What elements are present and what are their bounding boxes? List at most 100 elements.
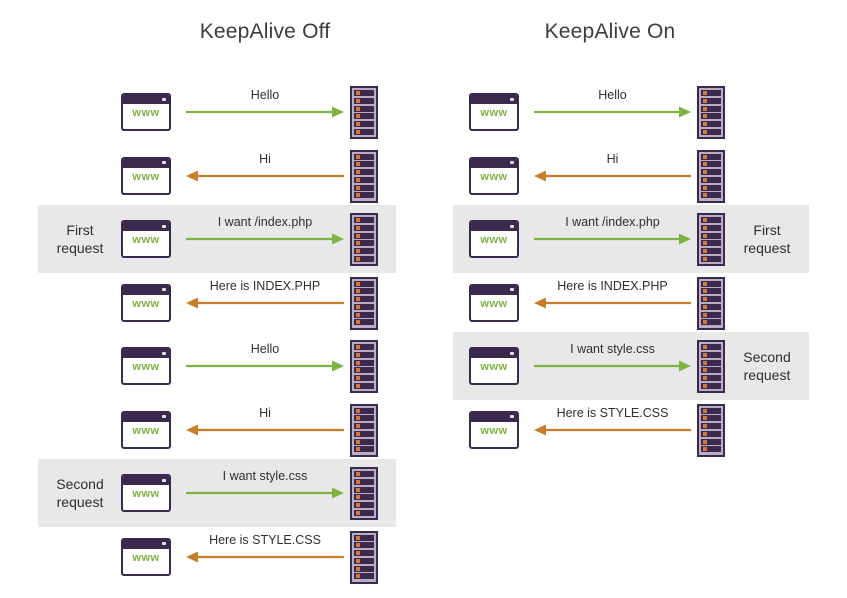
server-rack-icon (350, 530, 378, 584)
server-bay (354, 359, 374, 366)
browser-window-icon: www (469, 347, 519, 385)
browser-titlebar (123, 476, 169, 485)
server-bay (701, 128, 721, 135)
server-bay (701, 438, 721, 445)
arrow-label: Hello (598, 88, 627, 102)
browser-www-label: www (480, 297, 508, 310)
server-bay (354, 375, 374, 382)
browser-window-control-dot (510, 288, 514, 291)
browser-www-label: www (132, 488, 160, 500)
browser-window-control-dot (162, 161, 166, 164)
browser-www-label: www (132, 297, 160, 310)
server-bay (701, 351, 721, 358)
request-arrow (534, 106, 691, 118)
server-rack-icon (350, 213, 378, 266)
server-bay (701, 303, 721, 310)
server-bay (701, 113, 721, 120)
server-bay (701, 296, 721, 303)
server-rack-icon (350, 340, 378, 393)
server-bay (354, 97, 374, 104)
browser-titlebar (123, 539, 169, 549)
server-bay (354, 438, 374, 445)
browser-window-control-dot (510, 97, 514, 101)
server-bay (354, 415, 374, 422)
server-bay (354, 509, 374, 516)
server-bay (701, 105, 721, 112)
server-bay (354, 494, 374, 501)
arrow-label: Here is STYLE.CSS (209, 532, 321, 547)
server-bay (701, 192, 721, 199)
server-bay (701, 121, 721, 128)
browser-www-label: www (132, 170, 160, 183)
browser-www-label: www (132, 551, 160, 564)
response-arrow (186, 170, 344, 182)
browser-www-label: www (132, 107, 160, 119)
server-rack-icon (350, 86, 378, 139)
browser-titlebar (471, 95, 517, 104)
browser-titlebar (123, 285, 169, 295)
browser-window-control-dot (162, 224, 166, 228)
browser-titlebar (123, 158, 169, 168)
browser-www-label: www (480, 170, 508, 183)
server-bay (701, 184, 721, 191)
column-title-keepalive-off: KeepAlive Off (199, 20, 331, 43)
server-rack-icon (350, 403, 378, 457)
server-bay (354, 486, 374, 493)
server-bay (701, 288, 721, 295)
request-group-label: Second request (56, 476, 104, 510)
server-bay (354, 446, 374, 453)
browser-window-control-dot (510, 224, 514, 228)
response-arrow (186, 424, 344, 436)
server-bay (354, 573, 374, 580)
request-group-label: First request (743, 222, 791, 256)
server-bay (701, 169, 721, 176)
server-bay (354, 502, 374, 509)
browser-window-icon: www (121, 93, 171, 131)
server-rack-icon (697, 276, 725, 330)
arrow-label: Hello (250, 88, 280, 102)
request-group-label: First request (56, 222, 104, 256)
server-bay (354, 232, 374, 239)
server-bay (701, 90, 721, 96)
server-bay (354, 184, 374, 191)
server-bay (701, 224, 721, 231)
server-rack-icon (697, 403, 725, 457)
server-bay (701, 97, 721, 104)
server-bay (354, 153, 374, 160)
browser-www-label: www (480, 107, 508, 119)
browser-window-control-dot (162, 415, 166, 418)
browser-titlebar (471, 285, 517, 295)
server-bay (701, 240, 721, 247)
arrow-label: Hello (250, 342, 280, 356)
arrow-label: Here is INDEX.PHP (209, 278, 321, 293)
server-bay (701, 423, 721, 430)
server-bay (354, 430, 374, 437)
server-bay (354, 128, 374, 135)
server-rack-icon (697, 149, 725, 203)
browser-www-label: www (480, 361, 508, 373)
server-bay (354, 161, 374, 168)
server-bay (354, 542, 374, 549)
server-bay (354, 303, 374, 310)
server-bay (701, 367, 721, 374)
server-bay (354, 565, 374, 572)
browser-titlebar (471, 222, 517, 231)
server-bay (354, 121, 374, 128)
server-bay (701, 382, 721, 389)
browser-window-control-dot (510, 415, 514, 418)
request-group-label: Second request (743, 349, 791, 383)
arrow-label: I want style.css (570, 342, 655, 356)
response-arrow (534, 424, 691, 436)
server-rack-icon (697, 213, 725, 266)
browser-www-label: www (132, 424, 160, 437)
server-bay (354, 382, 374, 389)
server-bay (354, 534, 374, 541)
browser-window-control-dot (510, 351, 514, 355)
browser-window-icon: www (121, 220, 171, 258)
server-bay (354, 407, 374, 414)
browser-window-control-dot (162, 478, 166, 482)
server-bay (354, 471, 374, 477)
browser-window-icon: www (469, 410, 519, 449)
server-bay (354, 240, 374, 247)
